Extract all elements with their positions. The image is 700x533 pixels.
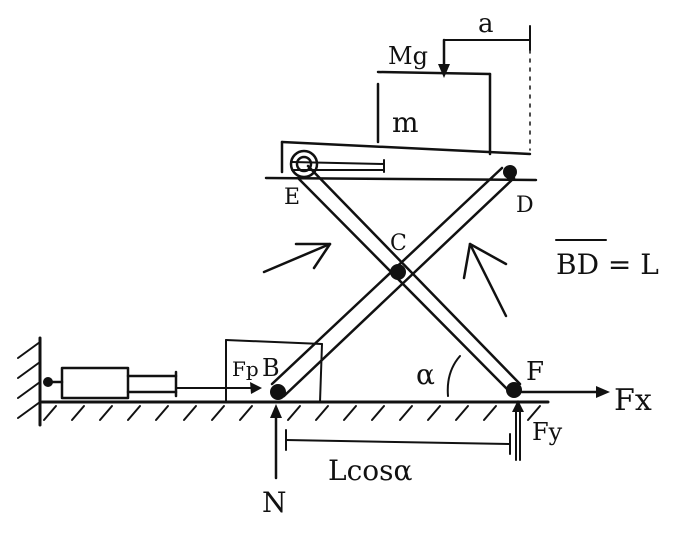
dimension-lcos <box>285 429 511 455</box>
label-fp: Fp <box>232 357 259 381</box>
label-lcos: Lcosα <box>328 454 413 487</box>
label-n: N <box>262 486 287 519</box>
scissor-arm-bd <box>270 166 516 398</box>
actuator <box>43 366 262 400</box>
label-e: E <box>284 185 300 210</box>
label-m: m <box>392 106 419 139</box>
force-fy-arrow <box>512 400 524 461</box>
force-n-arrow <box>270 404 282 480</box>
joint-b <box>270 384 286 400</box>
left-wall <box>17 336 42 427</box>
mass-block <box>376 70 492 156</box>
label-f: F <box>526 357 544 387</box>
motion-arrow-left <box>262 242 332 274</box>
force-fx-arrow <box>520 386 610 398</box>
joint-e <box>289 149 319 179</box>
weight-arrow <box>438 38 450 78</box>
label-a: a <box>478 9 494 39</box>
ground <box>40 400 550 421</box>
label-fy: Fy <box>532 418 563 446</box>
alpha-arc <box>446 355 461 397</box>
label-c: C <box>390 231 407 256</box>
joint-d <box>503 165 517 179</box>
label-alpha: α <box>416 358 435 391</box>
slider-bracket-b <box>225 339 323 403</box>
label-bd-eq: BD = L <box>556 248 659 281</box>
joint-f <box>506 382 522 398</box>
joint-c <box>390 264 406 280</box>
label-mg: Mg <box>388 42 428 70</box>
label-d: D <box>516 193 534 218</box>
label-fx: Fx <box>614 383 652 418</box>
dimension-a <box>443 25 531 151</box>
motion-arrow-right <box>462 242 508 318</box>
label-b: B <box>262 354 280 382</box>
